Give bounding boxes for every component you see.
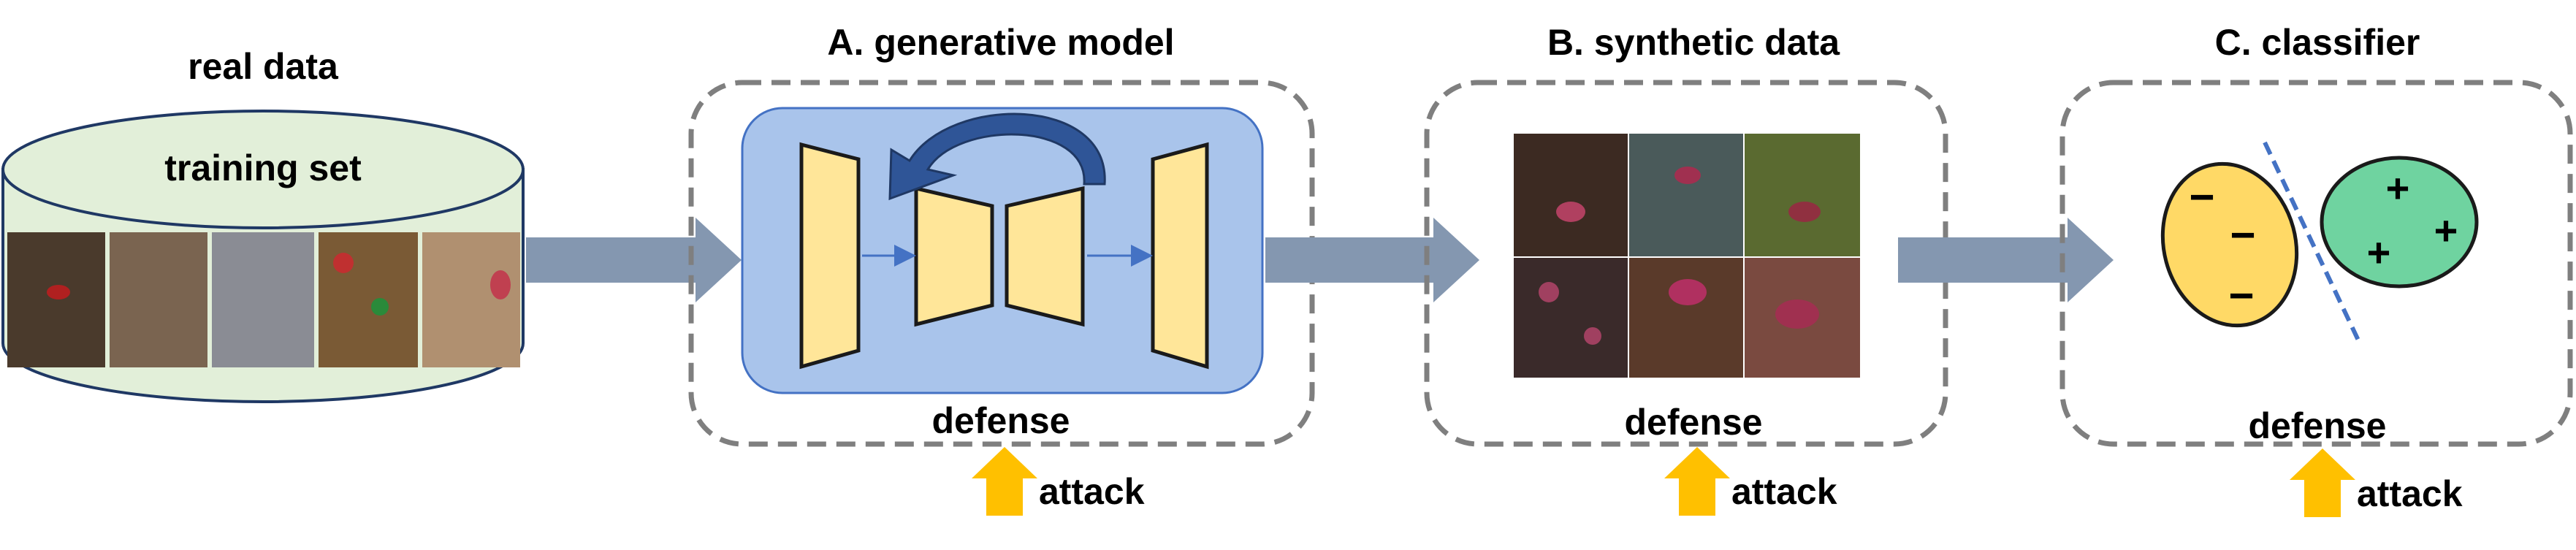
classifier-attack-arrow [2290,448,2355,517]
real-data-section: real data training set [1,46,525,403]
decision-boundary [2263,141,2362,345]
synthetic-images [1514,134,1860,378]
classifier-dashed-border [2059,80,2573,447]
lesion-mark [1775,299,1819,329]
synthetic-data-section: B. synthetic data defense attack [1424,22,1948,516]
lesion-mark [490,270,511,299]
synthetic-image-5 [1629,258,1743,378]
synthetic-image-4 [1514,258,1628,378]
synthetic-data-attack-label: attack [1731,471,1837,512]
synthetic-image-1 [1514,134,1628,256]
negative-class-symbol: − [2230,210,2255,259]
cylinder-top [1,110,525,229]
negative-class-symbol: − [2228,271,2254,320]
lesion-mark [47,285,70,299]
training-image-3 [212,232,314,367]
positive-class-symbol: + [2386,165,2410,211]
lesion-mark [1539,282,1559,302]
lesion-mark [1788,202,1821,222]
lesion-mark [1669,279,1707,305]
negative-class-cluster [2160,161,2299,328]
classifier-defense-label: defense [2249,405,2387,446]
synthetic-data-title: B. synthetic data [1547,22,1840,63]
decoder-output-layer [1151,142,1209,370]
synthetic-image-2 [1629,134,1743,256]
synthetic-image-3 [1745,134,1860,256]
classifier-section: C. classifier − − − + + + defense attack [2059,22,2573,517]
positive-class-cluster [2320,156,2479,289]
real-data-title: real data [188,46,339,87]
training-image-5 [422,232,520,367]
training-image-1 [7,232,105,367]
generative-model-title: A. generative model [827,22,1174,63]
classifier-title: C. classifier [2215,22,2420,63]
flow-arrow-model-to-synthetic [1265,218,1479,302]
positive-class-symbol: + [2434,207,2458,253]
training-set-label: training set [164,148,362,188]
flow-arrow-synthetic-to-classifier [1898,218,2114,302]
generative-model-attack-label: attack [1039,471,1145,512]
synthetic-data-attack-arrow [1664,447,1730,516]
generative-model-dashed-border [688,80,1315,447]
lesion-mark [1556,202,1585,222]
positive-class-symbol: + [2367,229,2391,275]
training-images [7,232,520,367]
synthetic-data-defense-label: defense [1625,402,1763,443]
encoder-bottleneck-layer [914,186,994,327]
fabric-pattern [333,253,354,273]
training-image-4 [319,232,418,367]
generative-model-attack-arrow [972,447,1037,516]
lesion-mark [1584,327,1601,345]
generative-model-defense-label: defense [932,400,1070,441]
classifier-attack-label: attack [2357,473,2463,514]
training-image-2 [110,232,207,367]
decoder-bottleneck-layer [1005,186,1085,327]
lesion-mark [1674,167,1701,184]
generative-model-box [741,107,1264,394]
negative-class-symbol: − [2189,172,2214,221]
generative-model-section: A. generative model defense attack [688,22,1315,516]
flow-arrow-real-to-model [526,218,742,302]
skip-connection-arrow [888,112,1106,201]
encoder-input-layer [799,142,861,370]
fabric-pattern [371,298,389,316]
